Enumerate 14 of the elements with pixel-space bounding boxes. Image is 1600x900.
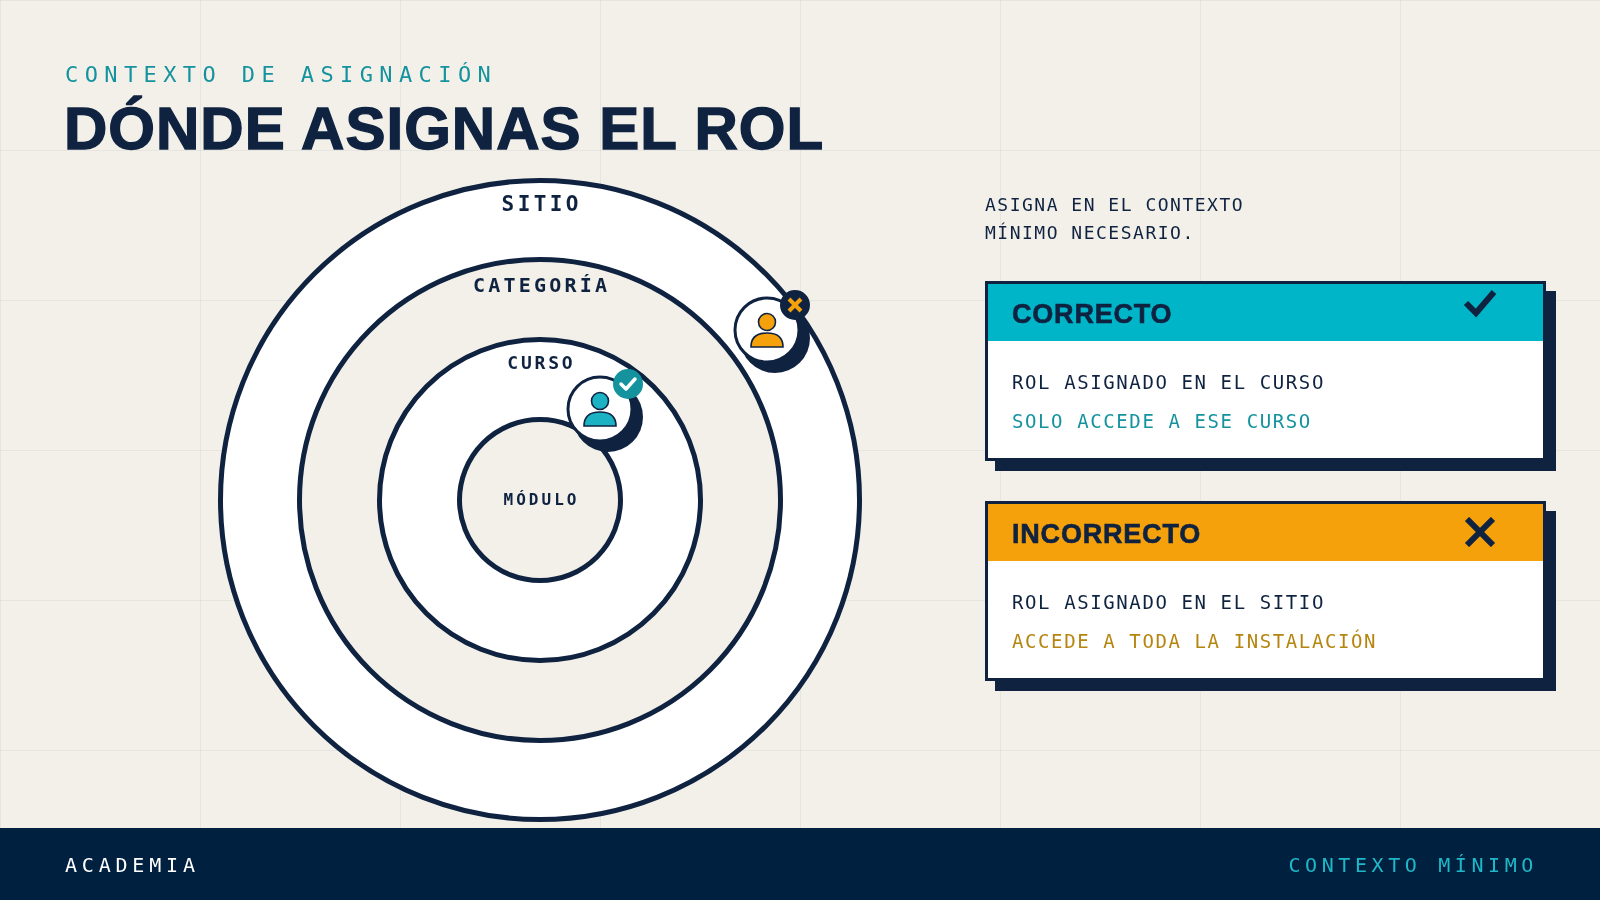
note-text: ASIGNA EN EL CONTEXTO MÍNIMO NECESARIO. (985, 193, 1246, 245)
ring-label: MÓDULO (502, 490, 580, 510)
card-result-text: ACCEDE A TODA LA INSTALACIÓN (1012, 628, 1378, 654)
ring-label: CURSO (506, 352, 576, 374)
footer-text: ACADEMIA (65, 853, 200, 877)
footer-text: CONTEXTO MÍNIMO (1288, 853, 1538, 877)
card-title: INCORRECTO (1012, 518, 1201, 550)
card-result-text: SOLO ACCEDE A ESE CURSO (1012, 409, 1312, 434)
card-body-text: ROL ASIGNADO EN EL CURSO (1012, 370, 1325, 395)
card-body-text: ROL ASIGNADO EN EL SITIO (1012, 590, 1325, 615)
ring-label: SITIO (500, 191, 582, 217)
eyebrow-text: CONTEXTO DE ASIGNACIÓN (65, 62, 498, 88)
ring-label: CATEGORÍA (472, 273, 611, 297)
card-title: CORRECTO (1012, 298, 1173, 330)
